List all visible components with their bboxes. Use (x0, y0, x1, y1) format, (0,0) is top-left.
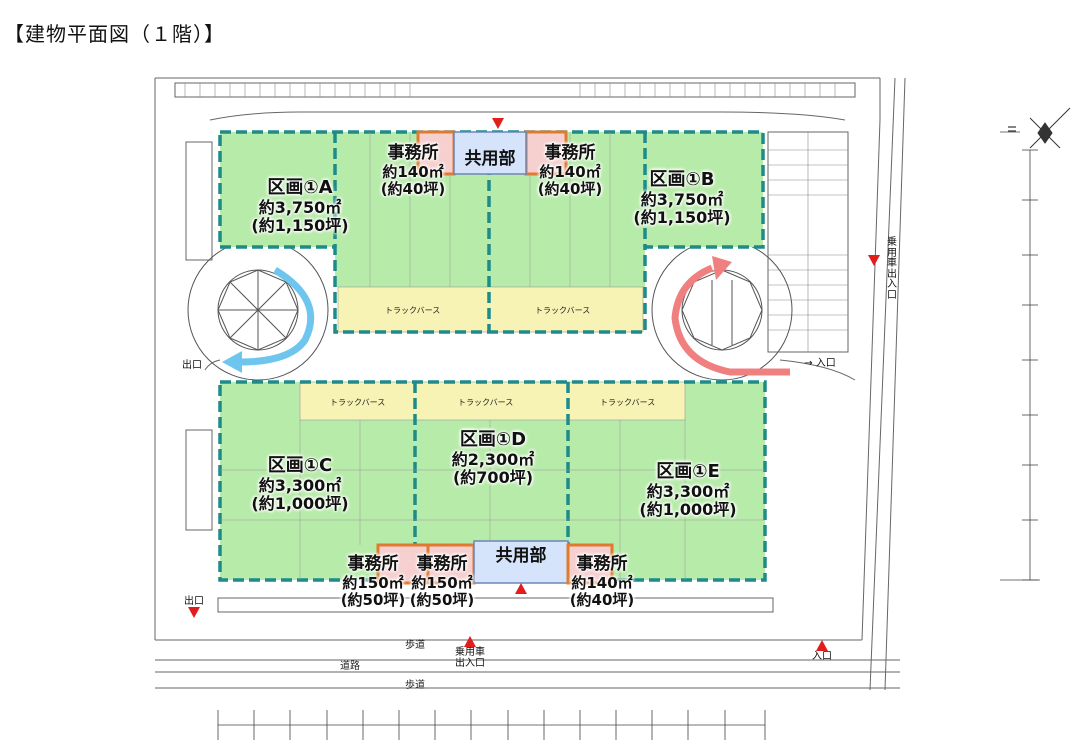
top-shared-marker-icon (492, 118, 504, 129)
office-2-name: 事務所 (544, 143, 596, 163)
shared-area-top: 共用部 (464, 149, 516, 169)
shared-area-bottom: 共用部 (495, 546, 547, 566)
passenger-marker-icon (868, 255, 880, 266)
parking-right (768, 132, 848, 352)
area-E-tsubo: (約1,000坪) (639, 500, 737, 520)
area-A-tsubo: (約1,150坪) (251, 216, 349, 236)
area-label-C: 区画①C 約3,300㎡ (約1,000坪) (245, 455, 355, 514)
area-E-sqm: 約3,300㎡ (646, 481, 730, 501)
office-2-sqm: 約140㎡ (539, 162, 601, 181)
red-arrowhead (712, 256, 732, 280)
entry-bottom-right: 入口 (810, 640, 834, 662)
dimension-line (217, 710, 766, 740)
truck-berth-label-top-2: トラックバース (535, 306, 591, 315)
area-D-tsubo: (約700坪) (452, 468, 534, 488)
exit-left-bottom: 出口 (182, 596, 206, 618)
north-compass-icon (1008, 107, 1071, 149)
bottom-building (218, 380, 767, 585)
area-A-name: 区画①A (267, 177, 333, 198)
office-2-tsubo: (約40坪) (537, 179, 603, 198)
page-title: 【建物平面図（１階）】 (4, 22, 225, 46)
area-B-name: 区画①B (649, 169, 715, 190)
office-4-tsubo: (約50坪) (409, 590, 475, 609)
area-C-name: 区画①C (267, 455, 333, 476)
passenger-bottom-label-2: 出入口 (455, 658, 485, 669)
area-C-tsubo: (約1,000坪) (251, 494, 349, 514)
office-label-bottom-1: 事務所 約150㎡ (約50坪) (334, 554, 412, 609)
blue-arrowhead (222, 351, 242, 373)
parking-top (184, 83, 836, 97)
office-1-sqm: 約140㎡ (382, 162, 444, 181)
area-label-B: 区画①B 約3,750㎡ (約1,150坪) (627, 169, 737, 228)
sidewalk-label-2: 歩道 (405, 680, 425, 691)
exit-left-bottom-label: 出口 (184, 596, 204, 607)
area-B-tsubo: (約1,150坪) (633, 208, 731, 228)
entry-marker-icon (816, 640, 828, 651)
office-1-name: 事務所 (387, 143, 439, 163)
office-label-bottom-2: 事務所 約150㎡ (約50坪) (403, 554, 481, 609)
passenger-entrance-right (862, 255, 886, 266)
truck-berth-label-bottom-2: トラックバース (458, 398, 514, 407)
office-3-tsubo: (約50坪) (340, 590, 406, 609)
dimension-line-right (1000, 131, 1040, 581)
passenger-bottom-marker-icon (464, 636, 476, 647)
area-D-sqm: 約2,300㎡ (451, 449, 535, 469)
passenger-entrance-bottom: 乗用車 出入口 (448, 636, 492, 669)
area-label-A: 区画①A 約3,750㎡ (約1,150坪) (245, 177, 355, 236)
passenger-entrance-right-label: 乗用車出入口 (887, 237, 897, 301)
exit-left-mid: 出口 (182, 360, 202, 371)
area-label-E: 区画①E 約3,300㎡ (約1,000坪) (633, 461, 743, 520)
truck-berth-label-bottom-1: トラックバース (330, 398, 386, 407)
office-3-sqm: 約150㎡ (342, 573, 404, 592)
bottom-shared-marker-icon (515, 583, 527, 594)
road-label: 道路 (340, 661, 360, 672)
truck-berth-label-top-1: トラックバース (385, 306, 441, 315)
area-B-sqm: 約3,750㎡ (640, 189, 724, 209)
office-5-name: 事務所 (576, 554, 628, 574)
office-5-tsubo: (約40坪) (569, 590, 635, 609)
office-3-name: 事務所 (347, 554, 399, 574)
area-A-sqm: 約3,750㎡ (258, 197, 342, 217)
exit-marker-icon (188, 607, 200, 618)
top-building (218, 130, 765, 334)
entry-right-arrow-icon: → (804, 358, 813, 369)
entry-bottom-right-label: 入口 (812, 651, 832, 662)
office-label-bottom-3: 事務所 約140㎡ (約40坪) (560, 554, 644, 609)
office-label-top-right: 事務所 約140㎡ (約40坪) (525, 143, 615, 198)
area-C-sqm: 約3,300㎡ (258, 475, 342, 495)
area-D-name: 区画①D (459, 429, 527, 450)
structural-grid (220, 132, 765, 580)
red-ramp-arrow (671, 264, 790, 376)
truck-berth-label-bottom-3: トラックバース (600, 398, 656, 407)
office-4-name: 事務所 (416, 554, 468, 574)
office-1-tsubo: (約40坪) (380, 179, 446, 198)
office-4-sqm: 約150㎡ (411, 573, 473, 592)
sidewalk-label-1: 歩道 (405, 640, 425, 651)
area-label-D: 区画①D 約2,300㎡ (約700坪) (438, 429, 548, 488)
office-label-top-left: 事務所 約140㎡ (約40坪) (368, 143, 458, 198)
area-E-name: 区画①E (656, 461, 720, 482)
passenger-bottom-label-1: 乗用車 (455, 647, 485, 658)
entry-right-label: 入口 (815, 358, 836, 369)
entry-right: → 入口 (800, 358, 840, 369)
blue-ramp-arrow (239, 266, 315, 366)
site-outline (154, 77, 906, 691)
right-ramp (651, 239, 793, 381)
office-5-sqm: 約140㎡ (571, 573, 633, 592)
